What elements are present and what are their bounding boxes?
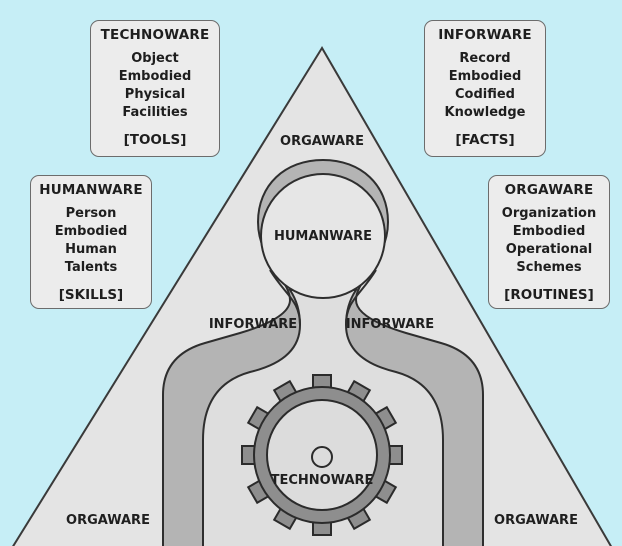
technoware-gear-label: TECHNOWARE — [271, 473, 374, 488]
neck-right-curve — [345, 269, 377, 326]
bottom-right-orgaware-label: ORGAWARE — [494, 513, 578, 528]
orgaware-line-1: Organization — [501, 206, 597, 221]
inforware-line-1: Record — [459, 51, 511, 66]
inforware-left-label: INFORWARE — [209, 317, 297, 332]
triangle-top-orgaware-label: ORGAWARE — [280, 134, 364, 149]
inforware-box-title: INFORWARE — [438, 27, 532, 43]
inforware-tag: [FACTS] — [455, 132, 515, 148]
humanware-line-1: Person — [65, 206, 117, 221]
neck-left-curve — [269, 269, 301, 326]
inforware-line-3: Codified — [455, 87, 515, 102]
technoware-line-1: Object — [131, 51, 179, 66]
inforware-line-2: Embodied — [448, 69, 522, 84]
technoware-line-2: Embodied — [118, 69, 192, 84]
inforware-line-4: Knowledge — [444, 105, 526, 120]
technoware-tag: [TOOLS] — [123, 132, 187, 148]
orgaware-tag: [ROUTINES] — [504, 287, 594, 303]
humanware-head — [260, 173, 386, 299]
humanware-head-label: HUMANWARE — [274, 229, 372, 244]
inforware-right-label: INFORWARE — [346, 317, 434, 332]
technoware-line-4: Facilities — [122, 105, 188, 120]
orgaware-line-3: Operational — [505, 242, 593, 257]
orgaware-box-title: ORGAWARE — [504, 182, 594, 198]
humanware-line-3: Human — [65, 242, 117, 257]
orgaware-line-4: Schemes — [516, 260, 582, 275]
orgaware-box: ORGAWARE Organization Embodied Operation… — [488, 175, 610, 309]
technoware-box: TECHNOWARE Object Embodied Physical Faci… — [90, 20, 220, 157]
humanware-line-2: Embodied — [54, 224, 128, 239]
orgaware-line-2: Embodied — [512, 224, 586, 239]
humanware-box: HUMANWARE Person Embodied Human Talents … — [30, 175, 152, 309]
technoware-line-3: Physical — [124, 87, 186, 102]
humanware-box-title: HUMANWARE — [39, 182, 143, 198]
humanware-line-4: Talents — [64, 260, 118, 275]
humanware-tag: [SKILLS] — [58, 287, 124, 303]
technoware-box-title: TECHNOWARE — [100, 27, 210, 43]
inforware-box: INFORWARE Record Embodied Codified Knowl… — [424, 20, 546, 157]
bottom-left-orgaware-label: ORGAWARE — [66, 513, 150, 528]
gear-icon — [241, 374, 403, 536]
